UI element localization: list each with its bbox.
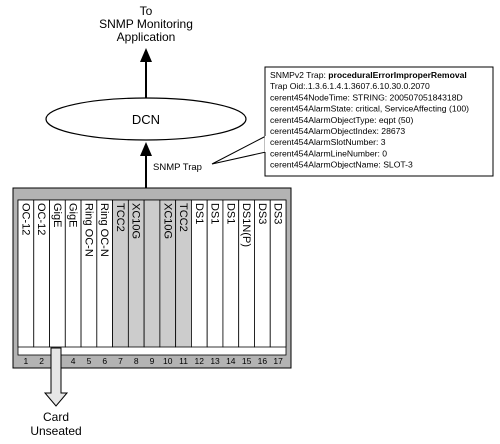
destination-line-1: To	[140, 4, 153, 18]
card-label-8: XC10G	[130, 203, 142, 239]
slot-number-13: 13	[210, 356, 220, 366]
card-label-17: DS3	[272, 203, 284, 224]
trap-detail-line: cerent454AlarmLineNumber: 0	[270, 148, 387, 158]
slot-number-17: 17	[273, 356, 283, 366]
trap-name-bold: proceduralErrorImproperRemoval	[328, 70, 467, 80]
card-label-6: Ring OC-N	[98, 203, 110, 257]
card-label-3: GigE	[51, 203, 63, 227]
card-label-12: DS1	[193, 203, 205, 224]
trap-detail-text: cerent454AlarmObjectIndex: 28673	[270, 126, 405, 136]
trap-details-text: SNMPv2 Trap: proceduralErrorImproperRemo…	[270, 70, 469, 170]
destination-line-2: SNMP Monitoring	[99, 17, 193, 31]
slot-number-6: 6	[102, 356, 107, 366]
trap-detail-text: cerent454AlarmSlotNumber: 3	[270, 137, 386, 147]
slot-number-15: 15	[242, 356, 252, 366]
trap-detail-line: cerent454AlarmObjectName: SLOT-3	[270, 160, 413, 170]
card-label-13: DS1	[209, 203, 221, 224]
trap-detail-text: SNMPv2 Trap:	[270, 70, 328, 80]
slot-number-16: 16	[258, 356, 268, 366]
arrow-to-dcn-head	[140, 142, 152, 156]
card-label-5: Ring OC-N	[82, 203, 94, 257]
trap-callout-pointer	[211, 135, 267, 165]
trap-detail-line: cerent454AlarmSlotNumber: 3	[270, 137, 386, 147]
card-slot-17	[269, 199, 287, 348]
unseated-line-1: Card	[43, 410, 69, 424]
dcn-label: DCN	[132, 112, 160, 127]
slot-number-14: 14	[226, 356, 236, 366]
trap-detail-text: cerent454NodeTime: STRING: 2005070518431…	[270, 92, 463, 102]
slot-number-2: 2	[39, 356, 44, 366]
card-label-14: DS1	[224, 203, 236, 224]
trap-detail-line: cerent454AlarmObjectType: eqpt (50)	[270, 115, 413, 125]
card-slot-9	[143, 199, 161, 348]
card-label-2: OC-12	[35, 203, 47, 235]
card-label-1: OC-12	[19, 203, 31, 235]
slot-number-8: 8	[134, 356, 139, 366]
trap-detail-text: cerent454AlarmLineNumber: 0	[270, 148, 387, 158]
trap-detail-line: cerent454NodeTime: STRING: 2005070518431…	[270, 92, 463, 102]
unseated-arrow	[43, 347, 69, 407]
trap-detail-line: SNMPv2 Trap: proceduralErrorImproperRemo…	[270, 70, 467, 80]
destination-line-3: Application	[117, 30, 176, 44]
trap-detail-line: Trap Oid:.1.3.6.1.4.1.3607.6.10.30.0.207…	[270, 81, 430, 91]
unseated-line-2: Unseated	[30, 424, 81, 438]
trap-detail-text: cerent454AlarmState: critical, ServiceAf…	[270, 104, 469, 114]
trap-detail-text: cerent454AlarmObjectType: eqpt (50)	[270, 115, 413, 125]
slot-number-11: 11	[179, 356, 188, 366]
slot-number-10: 10	[163, 356, 173, 366]
slot-number-4: 4	[71, 356, 76, 366]
card-label-16: DS3	[256, 203, 268, 224]
trap-detail-text: Trap Oid:.1.3.6.1.4.1.3607.6.10.30.0.207…	[270, 81, 430, 91]
card-label-4: GigE	[67, 203, 79, 227]
card-label-15: DS1N(P)	[240, 203, 252, 247]
card-label-11: TCC2	[177, 203, 189, 232]
slot-number-7: 7	[118, 356, 123, 366]
slot-number-9: 9	[150, 356, 155, 366]
slot-number-1: 1	[24, 356, 29, 366]
card-label-7: TCC2	[114, 203, 126, 232]
snmp-trap-label: SNMP Trap	[153, 162, 202, 173]
trap-detail-line: cerent454AlarmState: critical, ServiceAf…	[270, 104, 469, 114]
trap-detail-line: cerent454AlarmObjectIndex: 28673	[270, 126, 405, 136]
card-label-10: XC10G	[161, 203, 173, 239]
trap-details-box	[264, 66, 494, 177]
arrow-to-application-head	[140, 48, 152, 62]
dcn-cloud	[45, 97, 247, 141]
trap-detail-text: cerent454AlarmObjectName: SLOT-3	[270, 160, 413, 170]
slot-number-12: 12	[195, 356, 205, 366]
slot-number-5: 5	[87, 356, 92, 366]
